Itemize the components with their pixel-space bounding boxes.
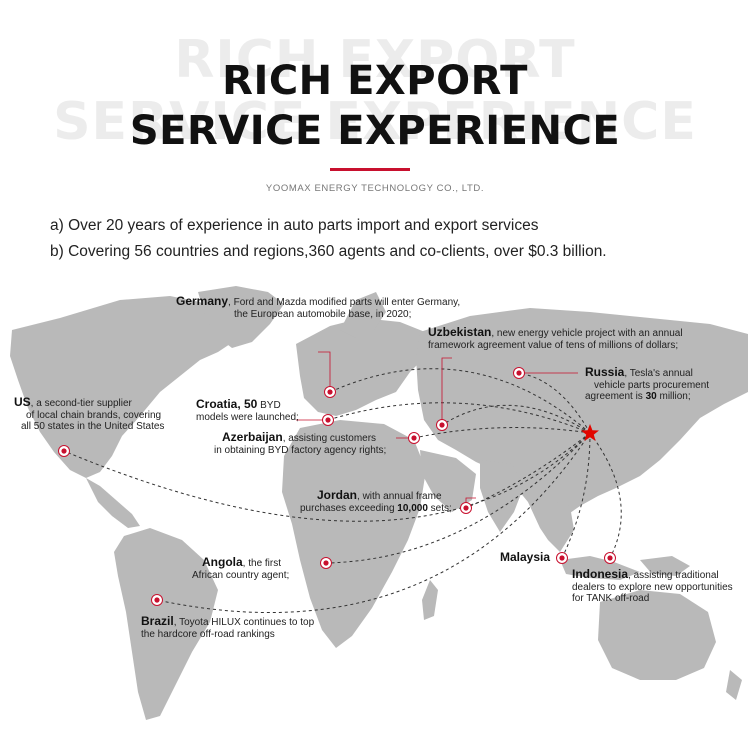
marker-uzbekistan (436, 419, 448, 431)
route-us (63, 432, 591, 522)
new-zealand-landmass (726, 670, 742, 700)
page-title-line1: RICH EXPORT (222, 58, 528, 104)
marker-indonesia (604, 552, 616, 564)
title-underline (330, 168, 410, 171)
marker-azerbaijan (408, 432, 420, 444)
marker-russia (513, 367, 525, 379)
ghost-title-line2: SERVICE EXPERIENCE (53, 92, 697, 152)
label-indonesia: Indonesia, assisting traditional dealers… (572, 567, 733, 604)
country-jordan: Jordan (317, 488, 358, 502)
central-america-landmass (86, 478, 140, 528)
africa-landmass (282, 420, 426, 648)
country-brazil: Brazil (141, 614, 174, 628)
japan-landmass (656, 390, 680, 438)
label-azerbaijan: Azerbaijan, assisting customers in obtai… (214, 430, 387, 456)
bullet-coverage: b) Covering 56 countries and regions,360… (50, 243, 607, 260)
page-title-line2: SERVICE EXPERIENCE (129, 108, 621, 154)
label-brazil: Brazil, Toyota HILUX continues to top th… (141, 614, 315, 640)
country-russia: Russia (585, 365, 625, 379)
marker-croatia (322, 414, 334, 426)
china-origin-star-icon (581, 424, 599, 441)
route-arcs (63, 368, 622, 614)
southeast-asia-landmass (548, 500, 574, 552)
label-russia: Russia, Tesla's annual vehicle parts pro… (585, 365, 710, 402)
australia-landmass (598, 590, 716, 680)
marker-germany (324, 386, 336, 398)
route-angola (325, 432, 591, 564)
leader-germany (318, 351, 331, 392)
route-indonesia (589, 432, 622, 559)
country-us: US (14, 395, 31, 409)
south-america-landmass (114, 528, 218, 720)
marker-angola (320, 557, 332, 569)
scandinavia-landmass (340, 292, 386, 338)
route-germany (329, 368, 591, 434)
marker-us (58, 445, 70, 457)
country-germany: Germany (176, 294, 229, 308)
route-malaysia (561, 432, 591, 559)
route-jordan (465, 432, 591, 509)
route-croatia (327, 402, 591, 434)
papua-landmass (640, 556, 690, 576)
route-azerbaijan (413, 427, 591, 439)
company-name: YOOMAX ENERGY TECHNOLOGY CO., LTD. (265, 183, 485, 194)
label-uzbekistan: Uzbekistan, new energy vehicle project w… (428, 325, 683, 351)
label-us: US, a second-tier supplier of local chai… (14, 395, 165, 432)
marker-malaysia (556, 552, 568, 564)
indonesia-landmass (560, 556, 640, 580)
country-malaysia: Malaysia (500, 550, 551, 564)
country-angola: Angola (202, 555, 243, 569)
route-brazil (156, 432, 591, 614)
country-croatia: Croatia (196, 397, 238, 411)
country-indonesia: Indonesia (572, 567, 629, 581)
arabia-landmass (420, 450, 476, 512)
country-azerbaijan: Azerbaijan (222, 430, 283, 444)
destination-markers (58, 367, 616, 606)
label-croatia: Croatia, 50 BYD models were launched; (196, 397, 299, 423)
ghost-title-line1: RICH EXPORT (174, 30, 576, 90)
label-angola: Angola, the first African country agent; (192, 555, 290, 581)
label-germany: Germany, Ford and Mazda modified parts w… (176, 294, 461, 320)
madagascar-landmass (422, 580, 438, 620)
greenland-landmass (198, 286, 284, 348)
marker-jordan (460, 502, 472, 514)
asia-landmass (416, 308, 748, 540)
north-america-landmass (10, 296, 236, 478)
continents (10, 286, 748, 720)
route-uzbekistan (441, 404, 591, 434)
leader-lines (296, 351, 578, 508)
country-uzbekistan: Uzbekistan (428, 325, 492, 339)
label-malaysia: Malaysia (500, 550, 551, 565)
label-jordan: Jordan, with annual frame purchases exce… (300, 488, 452, 514)
leader-uzbekistan (441, 357, 452, 425)
marker-brazil (151, 594, 163, 606)
bullet-experience: a) Over 20 years of experience in auto p… (50, 217, 539, 234)
